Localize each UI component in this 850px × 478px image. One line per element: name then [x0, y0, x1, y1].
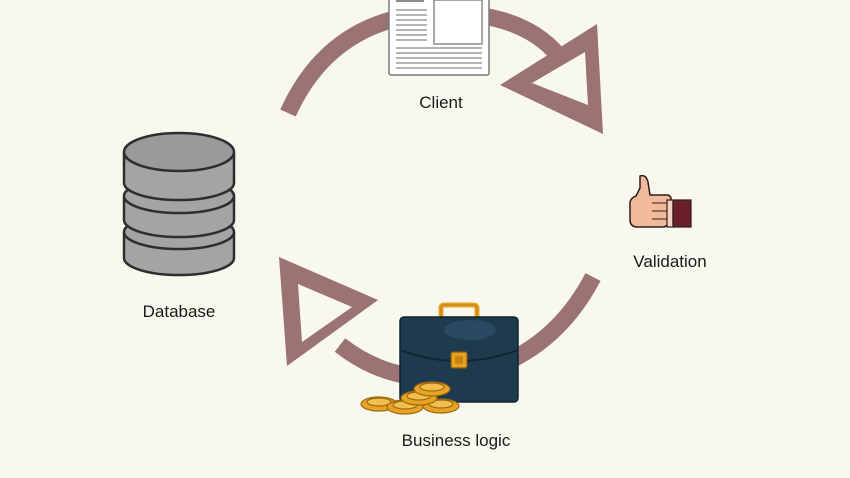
arrowhead-top-icon [500, 24, 603, 134]
thumbs-up-icon [629, 174, 692, 228]
label-business-logic: Business logic [401, 431, 511, 450]
label-client: Client [419, 93, 463, 112]
document-icon [388, 0, 490, 76]
briefcase-icon [399, 302, 519, 403]
label-validation: Validation [633, 252, 707, 271]
coins-icon [360, 381, 460, 415]
label-database: Database [142, 302, 216, 321]
database-icon [122, 131, 236, 277]
arrowhead-bottom-icon [279, 257, 378, 366]
